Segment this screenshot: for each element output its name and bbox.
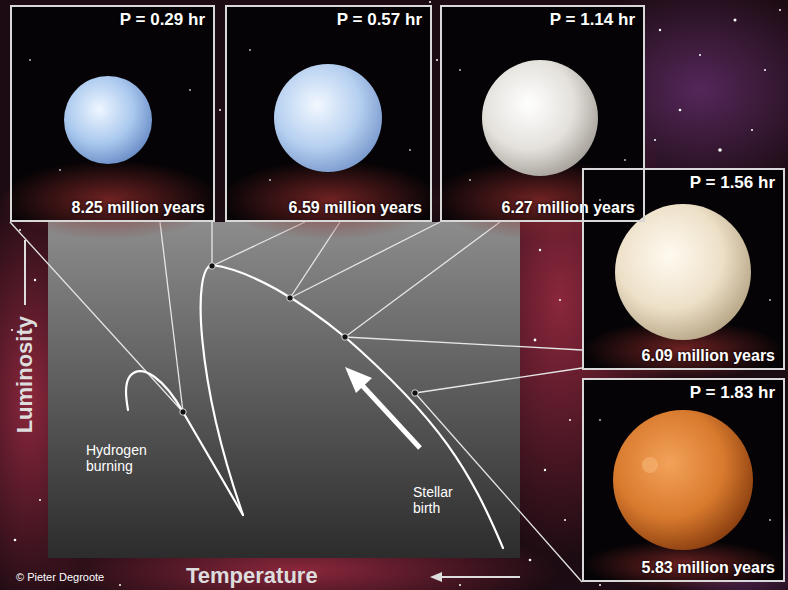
star-panel: P = 0.57 hr 6.59 million years [225,5,432,222]
axis-label: Luminosity [12,295,37,455]
period-label: P = 1.83 hr [690,383,775,403]
period-label: P = 0.57 hr [337,10,422,30]
copyright-note: © Pieter Degroote [16,571,176,584]
star-panel: P = 0.29 hr 8.25 million years [10,5,215,222]
age-label: 8.25 million years [72,199,205,217]
period-label: P = 1.14 hr [550,10,635,30]
age-label: 6.09 million years [642,347,775,365]
star-panel: P = 1.56 hr 6.09 million years [582,168,785,370]
age-label: 5.83 million years [642,559,775,577]
period-label: P = 1.56 hr [690,173,775,193]
axis-label: Temperature [186,563,386,588]
star-panel: P = 1.83 hr 5.83 million years [582,378,785,582]
age-label: 6.59 million years [289,199,422,217]
age-label: 6.27 million years [502,199,635,217]
track-label: Hydrogen burning [86,442,166,474]
period-label: P = 0.29 hr [120,10,205,30]
star-panel: P = 1.14 hr 6.27 million years [440,5,645,222]
track-label: Stellar birth [413,484,483,516]
